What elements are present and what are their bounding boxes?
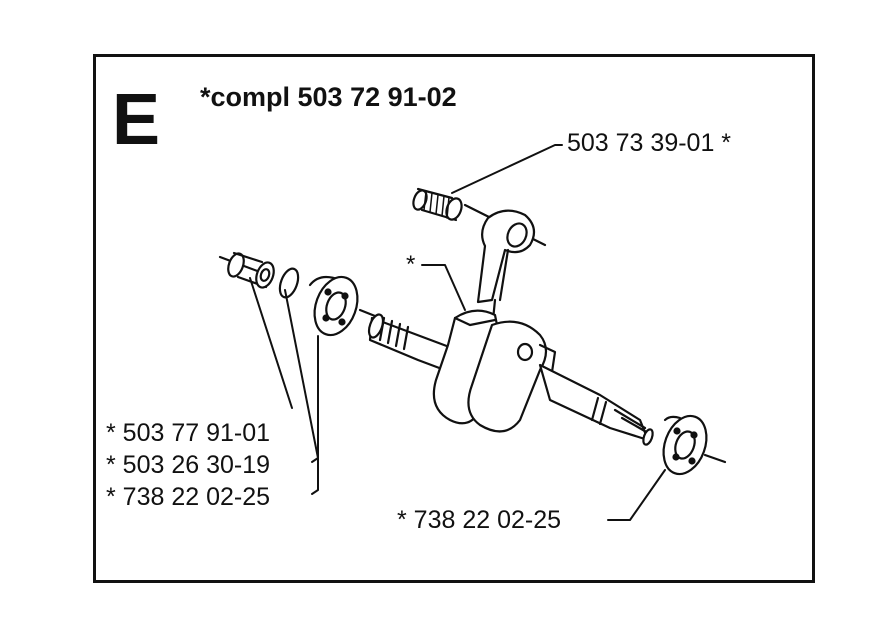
bearing-right-label: * 738 22 02-25 [397,506,562,534]
part-label-1: * 503 77 91-01 [106,419,271,447]
ball-bearing-right [662,414,708,476]
part-label-2: * 503 26 30-19 [106,451,271,479]
leader-needle [451,144,563,194]
leader-bearing2 [607,469,666,521]
needle-bearing [412,187,463,222]
sleeve-part [227,251,275,289]
o-ring [278,267,300,299]
leader-rod [421,264,466,311]
section-letter: E [112,80,161,160]
crankshaft-star-label: * [406,251,416,278]
leader-part2 [284,289,319,463]
kit-part-number: *compl 503 72 91-02 [200,82,457,112]
part-label-3: * 738 22 02-25 [106,483,271,511]
diagram-frame [93,54,815,583]
leader-part3 [311,335,319,495]
crankshaft [367,309,654,446]
axis-line-right [703,453,727,464]
ball-bearing-left [308,275,359,337]
leader-part1 [249,277,293,409]
needle-bearing-label: 503 73 39-01 * [567,129,732,157]
